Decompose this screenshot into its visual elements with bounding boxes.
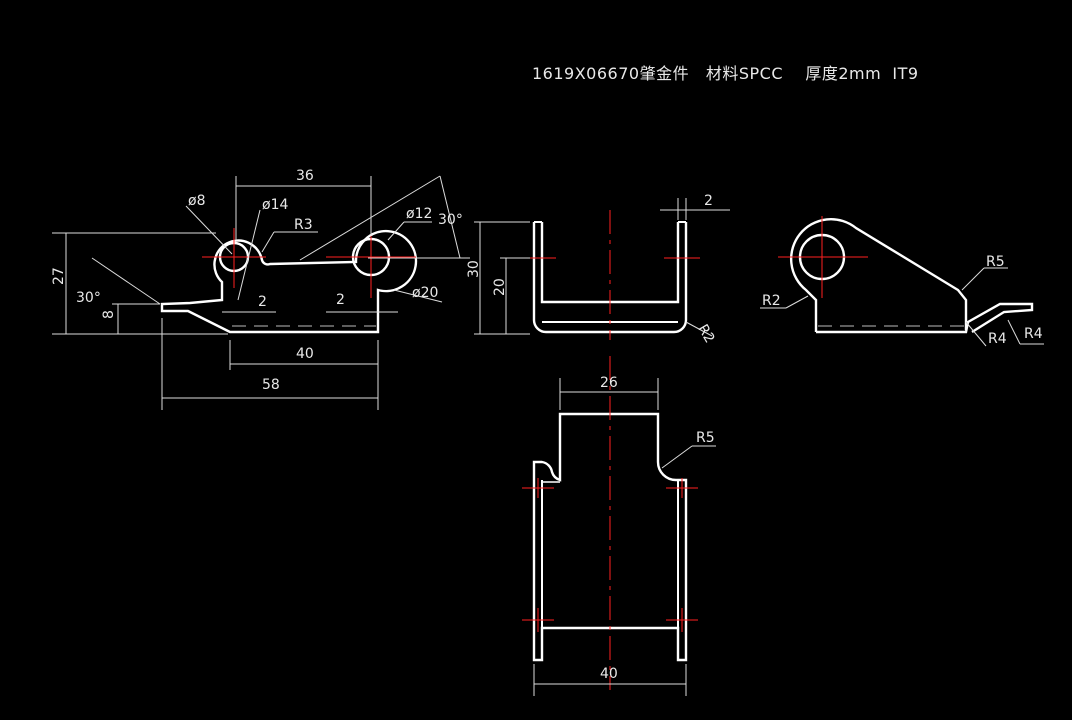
- right-r2: R2: [762, 293, 781, 309]
- front-dia-12: ø12: [406, 206, 432, 222]
- front-dim-27: 27: [51, 267, 67, 285]
- bottom-view: 26 R5 40: [522, 356, 716, 696]
- bottom-dim-26: 26: [600, 375, 618, 391]
- side-view: 2 30 20 R2: [466, 193, 730, 346]
- side-dim-2: 2: [704, 193, 713, 209]
- front-dim-36: 36: [296, 168, 314, 184]
- front-dim-58: 58: [262, 377, 280, 393]
- bottom-dim-40: 40: [600, 666, 618, 682]
- front-dia-20: ø20: [412, 285, 438, 301]
- drawing-title: 1619X06670肇金件 材料SPCC 厚度2mm IT9: [532, 64, 919, 83]
- right-r5: R5: [986, 254, 1005, 270]
- front-part-outline: [160, 229, 418, 334]
- front-dim-2-right: 2: [336, 292, 345, 308]
- bottom-r5: R5: [696, 430, 715, 446]
- front-dia-8: ø8: [188, 193, 205, 209]
- side-part-outer: [532, 222, 688, 334]
- front-r3: R3: [294, 217, 313, 233]
- right-r4-outer: R4: [1024, 326, 1043, 342]
- side-dim-30: 30: [466, 260, 482, 278]
- front-dim-40: 40: [296, 346, 314, 362]
- front-dia-14: ø14: [262, 197, 288, 213]
- side-dim-20: 20: [492, 278, 508, 296]
- right-view: R5 R2 R4 R4: [760, 216, 1044, 347]
- side-r2: R2: [694, 322, 717, 346]
- front-view: 36 ø8 ø14 R3 ø12 30° 27 30° 8 2 2 ø20 40…: [51, 168, 470, 410]
- front-dim-8: 8: [101, 310, 117, 319]
- front-angle-30-left: 30°: [76, 290, 101, 306]
- right-part-outline: [789, 217, 1034, 334]
- right-r4-inner: R4: [988, 331, 1007, 347]
- front-angle-30-right: 30°: [438, 212, 463, 228]
- bottom-part-outline: [532, 412, 688, 662]
- front-dim-2-left: 2: [258, 294, 267, 310]
